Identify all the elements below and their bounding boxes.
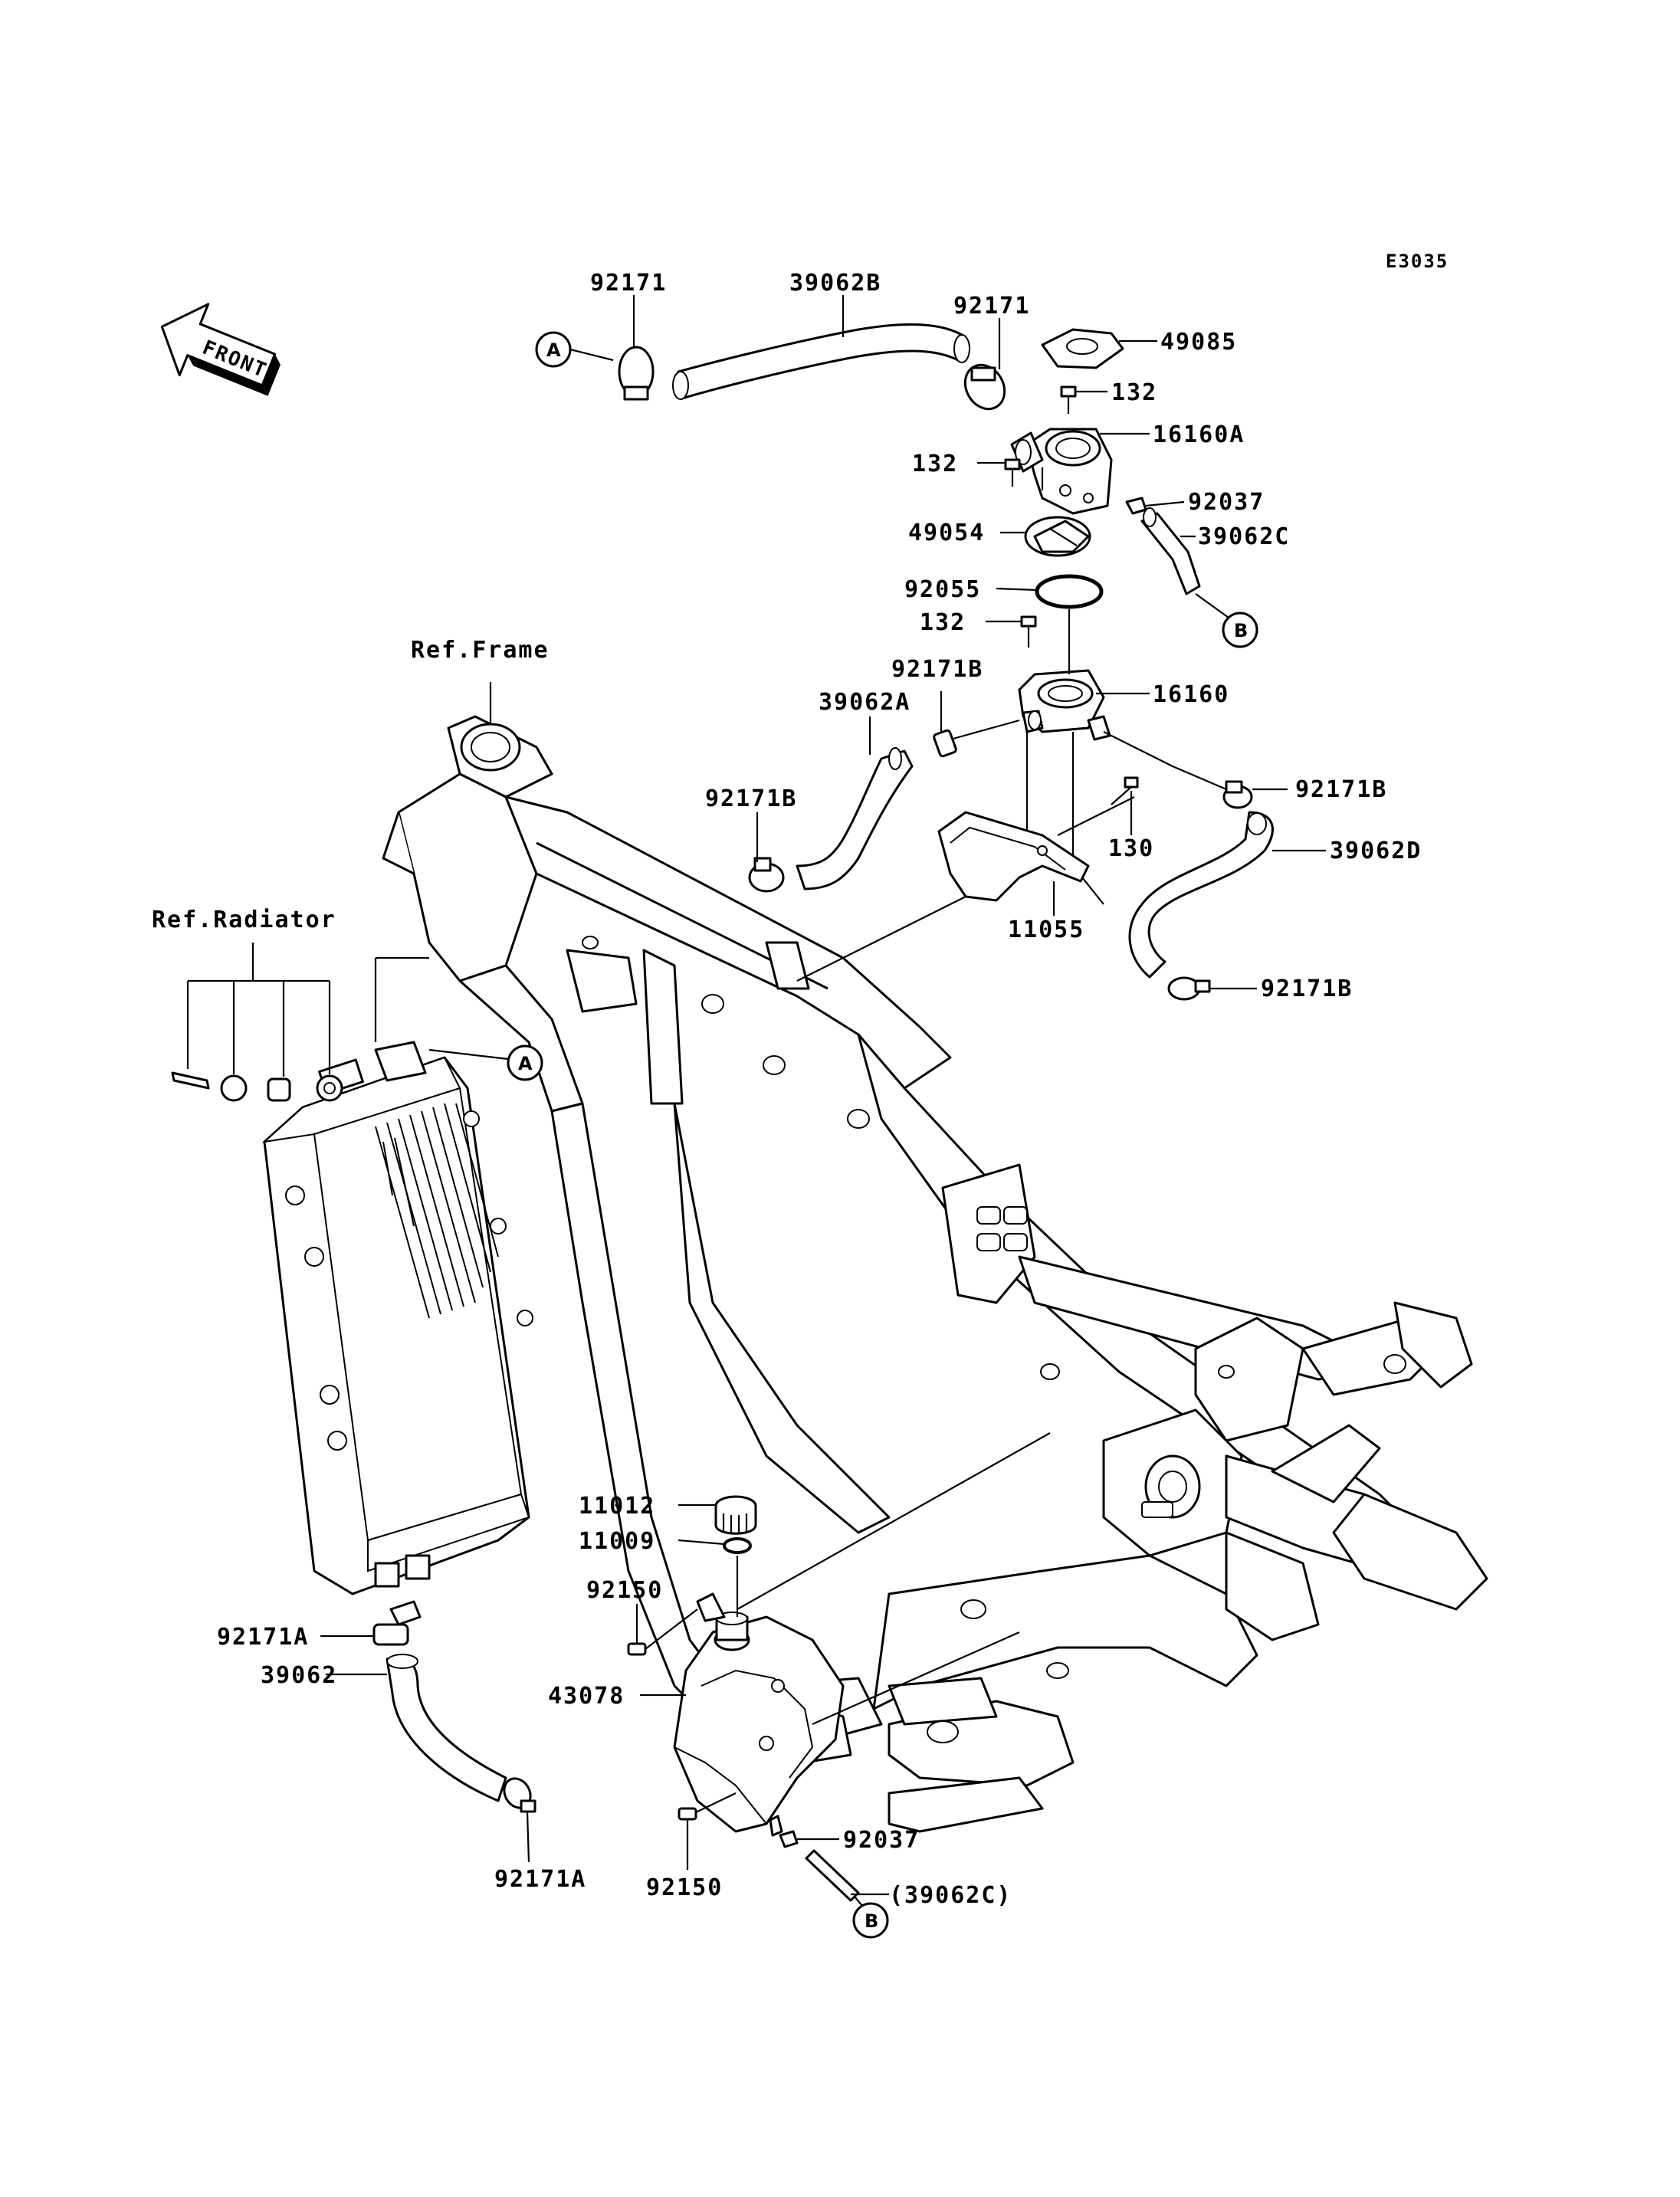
part-labels: 92171 39062B 92171 49085 132 16160A 132 … bbox=[217, 270, 1422, 1909]
connector-b-bottom: B bbox=[852, 1896, 889, 1939]
label-92150-bottom: 92150 bbox=[646, 1874, 723, 1901]
thermostat-housing-16160a bbox=[1010, 428, 1113, 515]
clamp-92171a-bottom bbox=[503, 1777, 536, 1813]
o-ring-92055 bbox=[1035, 574, 1104, 609]
label-92055: 92055 bbox=[904, 576, 981, 603]
label-92150-top: 92150 bbox=[586, 1577, 663, 1604]
label-92171a-top: 92171A bbox=[217, 1624, 309, 1651]
label-132-b: 132 bbox=[912, 451, 958, 477]
label-92171-top-right: 92171 bbox=[953, 293, 1030, 320]
clamp-92171-left bbox=[618, 346, 655, 401]
label-49085: 49085 bbox=[1160, 329, 1237, 356]
bolt-130 bbox=[1111, 776, 1139, 805]
label-39062c: 39062C bbox=[1198, 523, 1290, 550]
svg-text:A: A bbox=[518, 1053, 533, 1074]
label-39062: 39062 bbox=[261, 1662, 337, 1689]
radiator-cap-49085 bbox=[1041, 328, 1124, 369]
connector-a-top: A bbox=[535, 331, 614, 368]
radiator-fins bbox=[375, 1103, 499, 1319]
label-16160: 16160 bbox=[1153, 681, 1229, 708]
bolt-92150-bottom bbox=[678, 1792, 737, 1821]
label-92037-bottom: 92037 bbox=[843, 1827, 920, 1854]
ref-frame-label: Ref.Frame bbox=[411, 637, 550, 664]
hose-39062d bbox=[1128, 811, 1274, 979]
hose-39062c-ref bbox=[805, 1849, 860, 1902]
bolt-132-b bbox=[1004, 458, 1021, 487]
bolt-132-a bbox=[1060, 385, 1077, 414]
reserve-tank-cap-11012 bbox=[714, 1495, 757, 1535]
thermostat-housing-16160 bbox=[1018, 669, 1111, 741]
label-39062d: 39062D bbox=[1330, 838, 1422, 864]
label-92171-top-left: 92171 bbox=[590, 270, 667, 297]
washer-11009 bbox=[723, 1537, 752, 1554]
label-132-c: 132 bbox=[920, 609, 966, 636]
frame bbox=[382, 715, 1488, 1833]
label-92171b-c: 92171B bbox=[1295, 776, 1387, 803]
hose-39062b bbox=[672, 323, 970, 400]
label-39062b: 39062B bbox=[789, 270, 881, 297]
label-11012: 11012 bbox=[579, 1493, 655, 1520]
label-130: 130 bbox=[1108, 835, 1154, 862]
reserve-tank-43078 bbox=[673, 1592, 845, 1837]
clamp-92171b-b bbox=[748, 857, 785, 893]
label-43078: 43078 bbox=[548, 1683, 625, 1710]
clamp-92171b-a bbox=[933, 729, 957, 758]
label-92171b-a: 92171B bbox=[891, 656, 983, 683]
label-39062c-ref: (39062C) bbox=[889, 1882, 1012, 1909]
front-arrow-icon: FRONT bbox=[160, 303, 281, 396]
hose-39062 bbox=[386, 1600, 507, 1802]
label-92171b-b: 92171B bbox=[705, 785, 797, 812]
label-92171a-bottom: 92171A bbox=[494, 1866, 586, 1893]
label-92037-top: 92037 bbox=[1188, 489, 1265, 516]
clamp-92171-right bbox=[963, 363, 1006, 411]
hose-39062a bbox=[796, 747, 914, 890]
label-39062a: 39062A bbox=[819, 689, 911, 716]
label-16160a: 16160A bbox=[1153, 421, 1245, 448]
clamp-92171b-c bbox=[1222, 780, 1253, 809]
clip-92037-top bbox=[1125, 497, 1147, 515]
svg-text:B: B bbox=[1234, 620, 1248, 641]
label-132-a: 132 bbox=[1111, 379, 1157, 406]
svg-text:B: B bbox=[865, 1910, 878, 1932]
ref-radiator-label: Ref.Radiator bbox=[152, 907, 336, 933]
tank-line-2 bbox=[812, 1631, 1020, 1726]
svg-text:A: A bbox=[546, 339, 561, 361]
label-11055: 11055 bbox=[1008, 917, 1084, 943]
radiator bbox=[171, 1041, 533, 1595]
clamp-92171b-d bbox=[1167, 976, 1211, 1001]
bolt-132-c bbox=[1020, 615, 1037, 648]
connector-a-radiator: A bbox=[428, 1044, 543, 1081]
label-92171b-d: 92171B bbox=[1261, 976, 1353, 1002]
leader-lines bbox=[320, 295, 1326, 1896]
connector-b-top: B bbox=[1195, 593, 1258, 648]
clamp-92171a-top bbox=[372, 1623, 409, 1646]
tank-line-1 bbox=[737, 1432, 1051, 1610]
label-49054: 49054 bbox=[908, 520, 985, 546]
ref-radiator-leaders bbox=[186, 943, 429, 1077]
thermostat-49054 bbox=[1024, 516, 1091, 557]
label-11009: 11009 bbox=[579, 1528, 655, 1555]
clip-92037-bottom bbox=[779, 1830, 799, 1848]
hose-39062c bbox=[1140, 507, 1201, 595]
bracket-11055 bbox=[937, 811, 1090, 902]
diagram-code: E3035 bbox=[1386, 251, 1449, 272]
